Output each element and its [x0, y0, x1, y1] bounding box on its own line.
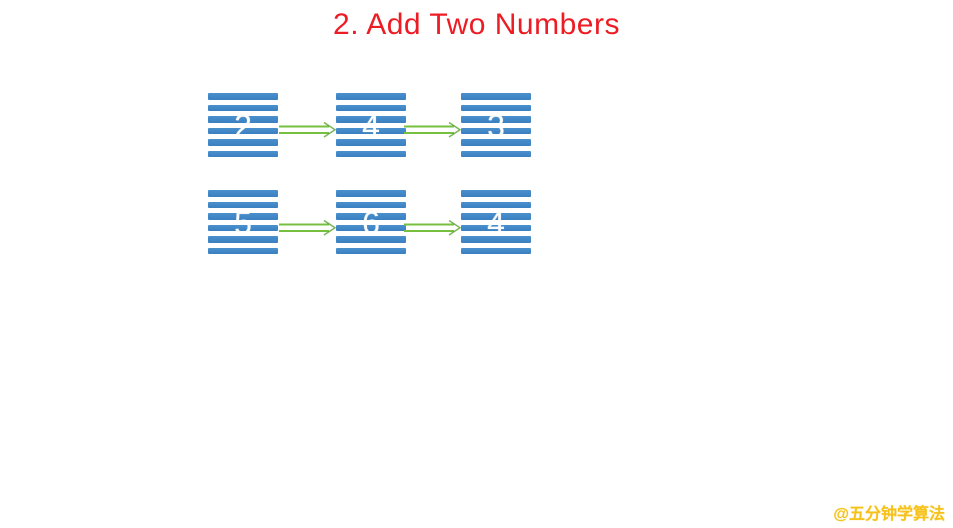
next-pointer-arrow-icon	[279, 122, 337, 138]
stripe	[208, 139, 278, 146]
linked-list-node: 3	[461, 93, 531, 157]
next-pointer-arrow-icon	[279, 220, 337, 236]
next-pointer-arrow-icon	[404, 122, 462, 138]
node-stripes	[336, 190, 406, 254]
stripe	[461, 247, 531, 254]
stripe	[461, 93, 531, 100]
stripe	[461, 190, 531, 197]
stripe	[208, 150, 278, 157]
stripe	[336, 201, 406, 208]
stripe	[208, 224, 278, 231]
stripe	[208, 104, 278, 111]
watermark: @五分钟学算法	[833, 506, 945, 523]
stripe	[461, 213, 531, 220]
stripe	[461, 201, 531, 208]
node-value: 5	[234, 205, 252, 241]
node-value: 4	[362, 108, 380, 144]
stripe	[461, 139, 531, 146]
stripe	[336, 139, 406, 146]
stripe	[336, 93, 406, 100]
stripe	[336, 224, 406, 231]
stripe	[336, 247, 406, 254]
stripe	[336, 190, 406, 197]
node-value: 3	[487, 108, 505, 144]
stripe	[461, 116, 531, 123]
next-pointer-arrow-icon	[404, 220, 462, 236]
stripe	[336, 127, 406, 134]
stripe	[336, 236, 406, 243]
stripe	[336, 104, 406, 111]
linked-list-node: 5	[208, 190, 278, 254]
stripe	[461, 127, 531, 134]
slide-title: 2. Add Two Numbers	[333, 8, 620, 41]
stripe	[208, 247, 278, 254]
node-stripes	[461, 93, 531, 157]
linked-list-node: 2	[208, 93, 278, 157]
stripe	[208, 236, 278, 243]
stripe	[208, 190, 278, 197]
node-stripes	[461, 190, 531, 254]
stripe	[336, 116, 406, 123]
linked-list-node: 4	[336, 93, 406, 157]
stripe	[208, 201, 278, 208]
stripe	[336, 213, 406, 220]
stripe	[461, 224, 531, 231]
stripe	[461, 150, 531, 157]
node-value: 6	[362, 205, 380, 241]
stripe	[208, 93, 278, 100]
node-value: 4	[487, 205, 505, 241]
node-stripes	[208, 190, 278, 254]
stripe	[208, 116, 278, 123]
stripe	[208, 127, 278, 134]
node-value: 2	[234, 108, 252, 144]
linked-list-node: 6	[336, 190, 406, 254]
node-stripes	[208, 93, 278, 157]
stripe	[461, 104, 531, 111]
stripe	[208, 213, 278, 220]
stripe	[461, 236, 531, 243]
stripe	[336, 150, 406, 157]
node-stripes	[336, 93, 406, 157]
linked-list-node: 4	[461, 190, 531, 254]
